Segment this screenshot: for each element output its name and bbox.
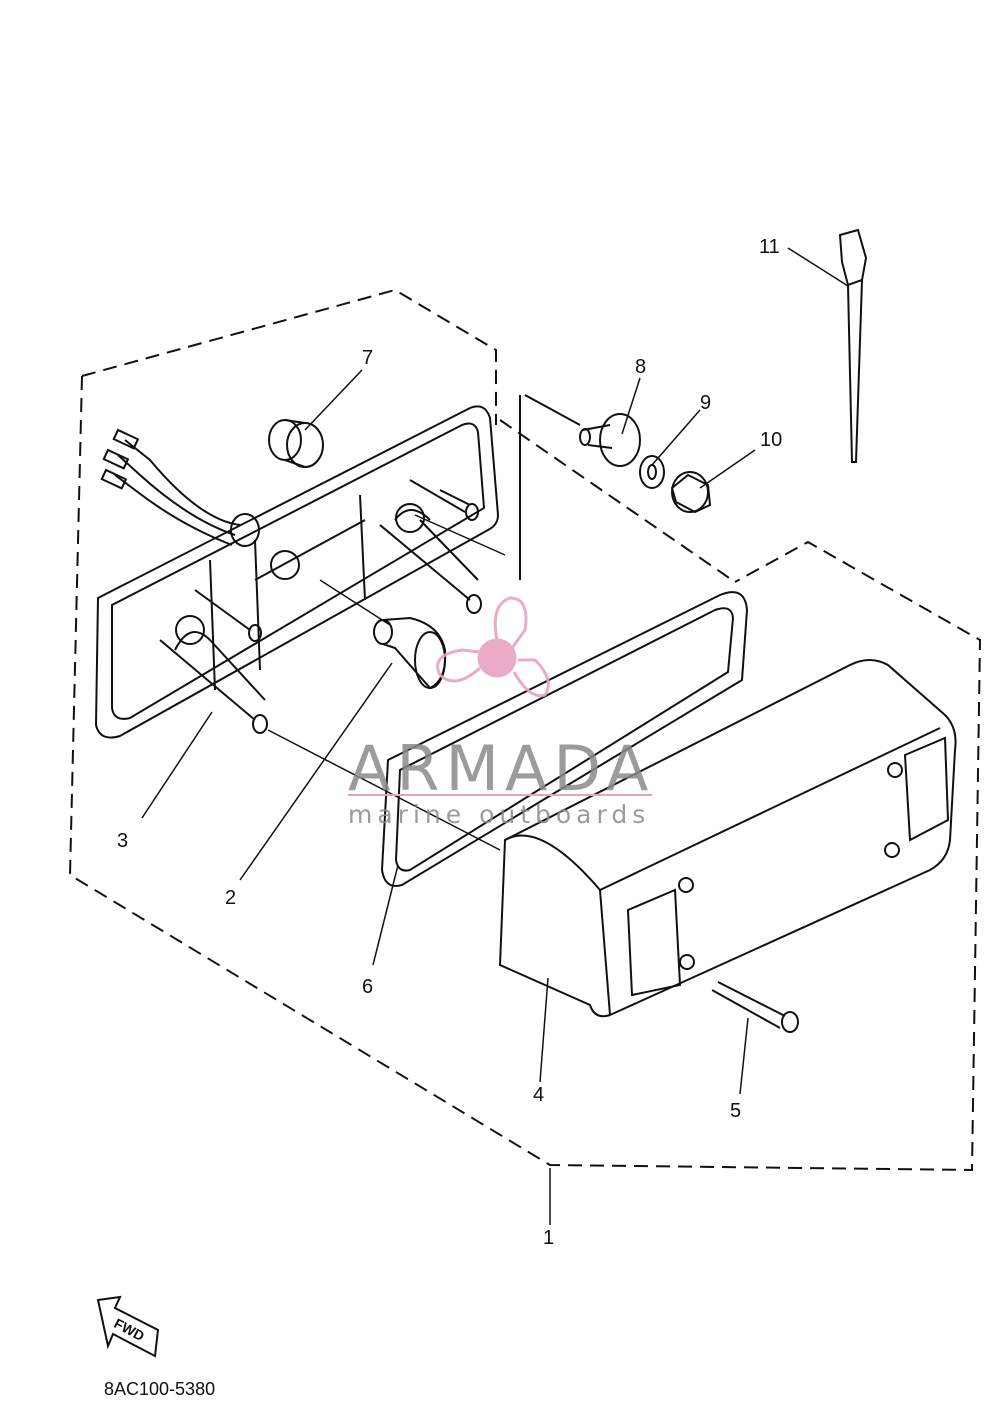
grommet-part-7 (268, 419, 324, 468)
screw-part-5 (711, 981, 799, 1033)
hardware-bracket-line (519, 394, 581, 580)
watermark-title: ARMADA (348, 732, 655, 805)
callout-10: 10 (760, 429, 783, 451)
cable-tie-part-11 (838, 228, 868, 463)
drawing-code: 8AC100-5380 (104, 1379, 216, 1399)
callout-2: 2 (225, 887, 237, 909)
callout-9: 9 (700, 392, 712, 414)
collar-part-8 (579, 413, 641, 467)
callout-1: 1 (543, 1227, 555, 1249)
armada-logo-icon (436, 596, 550, 698)
nut-part-10 (670, 471, 712, 514)
watermark-subtitle: marine outboards (348, 800, 651, 829)
callout-8: 8 (635, 356, 647, 378)
fwd-arrow-outline (96, 1295, 160, 1358)
bulb-part-2 (373, 616, 447, 690)
callout-7: 7 (362, 347, 374, 369)
callout-3: 3 (117, 830, 129, 852)
callout-11: 11 (759, 236, 780, 258)
lens-part-4 (498, 659, 957, 1018)
assembly-boundary-dashed (68, 288, 982, 1172)
leader-lines (141, 247, 849, 1225)
lamp-base-housing (94, 405, 500, 739)
callout-4: 4 (533, 1084, 545, 1106)
callout-6: 6 (362, 976, 374, 998)
callout-5: 5 (730, 1100, 742, 1122)
washer-part-9 (639, 455, 665, 489)
